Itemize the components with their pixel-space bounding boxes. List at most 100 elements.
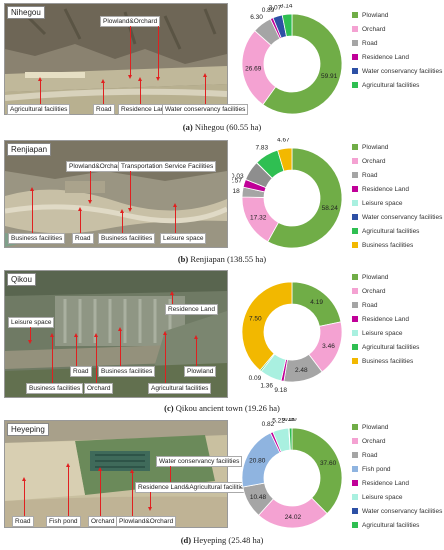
donut-slice-agricultural-facilities	[288, 427, 293, 451]
legend-item-agricultural-facilities: Agricultural facilities	[352, 78, 442, 92]
legend-label: Water conservancy facilities	[362, 507, 443, 515]
site-title-b: Renjiapan	[7, 143, 52, 156]
panel-d: Heyeping Water conservancy facilities Re…	[0, 418, 444, 550]
legend-swatch	[352, 330, 358, 336]
callout-c-8: Agricultural facilities	[148, 383, 212, 394]
legend-swatch	[352, 344, 358, 350]
legend-item-orchard: Orchard	[352, 22, 442, 36]
donut-slice-plowland	[267, 147, 343, 249]
slice-label-orchard: 24.02	[285, 514, 302, 521]
legend-swatch	[352, 508, 358, 514]
legend-item-plowland: Plowland	[352, 270, 419, 284]
legend-label: Orchard	[362, 437, 386, 445]
slice-label-business-facilities: 7.50	[249, 316, 262, 323]
callout-c-2: Leisure space	[8, 317, 55, 328]
legend-label: Orchard	[362, 25, 386, 33]
callout-a-5: Water conservancy facilities	[162, 104, 249, 115]
callout-d-3-arrow	[22, 477, 26, 516]
legend-item-residence-land: Residence Land	[352, 182, 442, 196]
caption-c-letter: (c)	[164, 403, 174, 413]
legend-swatch	[352, 358, 358, 364]
callout-b-4-arrow	[78, 207, 82, 233]
slice-label-leisure-space: 5.22	[272, 418, 285, 425]
panel-a: Nihegou Plowland&Orchard Agricultural fa…	[0, 0, 444, 136]
legend-label: Road	[362, 39, 378, 47]
legend-item-business-facilities: Business facilities	[352, 238, 442, 252]
caption-c-text: Qikou ancient town (19.26 ha)	[175, 403, 280, 413]
site-title-a: Nihegou	[7, 6, 45, 19]
legend-item-water-conservancy-facilities: Water conservancy facilities	[352, 504, 442, 518]
slice-label-residence-land: 9.18	[274, 387, 287, 392]
donut-slice-plowland	[262, 13, 343, 115]
callout-b-6-arrow	[173, 203, 177, 233]
slice-label-leisure-space: 1.36	[260, 382, 273, 389]
callout-a-1-arrow-2	[156, 26, 160, 81]
legend-label: Plowland	[362, 143, 389, 151]
slice-label-road: 3.18	[232, 188, 240, 195]
slice-label-water-conservancy-facilities: 0.15	[282, 418, 295, 423]
callout-c-7-arrow	[94, 333, 98, 383]
slice-label-plowland: 4.19	[310, 299, 323, 306]
callout-d-6-arrow	[130, 469, 134, 516]
callout-c-8-arrow	[163, 331, 167, 383]
callout-d-6: Plowland&Orchard	[116, 516, 177, 527]
slice-label-plowland: 58.24	[322, 205, 339, 212]
legend-swatch	[352, 274, 358, 280]
legend-item-agricultural-facilities: Agricultural facilities	[352, 340, 419, 354]
callout-c-2-arrow	[28, 327, 32, 344]
slice-label-water-conservancy-facilities: 3.07	[269, 5, 282, 12]
callout-d-4: Fish pond	[46, 516, 81, 527]
site-title-d: Heyeping	[7, 423, 49, 436]
callout-d-5-arrow	[98, 467, 102, 516]
legend-label: Residence Land	[362, 185, 409, 193]
caption-b: (b) Renjiapan (138.55 ha)	[0, 254, 444, 264]
legend-swatch	[352, 82, 358, 88]
callout-b-2-arrow	[128, 171, 132, 212]
callout-a-3: Road	[93, 104, 115, 115]
satellite-photo-c: Qikou	[4, 270, 228, 398]
donut-slice-business-facilities	[241, 281, 293, 371]
legend-item-residence-land: Residence Land	[352, 50, 442, 64]
legend-swatch	[352, 480, 358, 486]
legend-label: Road	[362, 171, 378, 179]
donut-slice-business-facilities	[277, 147, 293, 172]
slice-label-leisure-space: 0.03	[232, 173, 244, 180]
legend-label: Agricultural facilities	[362, 81, 420, 89]
callout-b-5-arrow	[120, 209, 124, 233]
legend-swatch	[352, 158, 358, 164]
legend-label: Agricultural facilities	[362, 343, 420, 351]
caption-b-letter: (b)	[177, 254, 189, 264]
legend-swatch	[352, 452, 358, 458]
terrain-image-b	[5, 141, 227, 247]
legend-item-plowland: Plowland	[352, 420, 442, 434]
callout-a-4-arrow	[138, 77, 142, 104]
legend-label: Business facilities	[362, 241, 414, 249]
caption-c: (c) Qikou ancient town (19.26 ha)	[0, 403, 444, 413]
callout-b-3-arrow	[30, 187, 34, 233]
callout-c-6-arrow	[50, 333, 54, 383]
legend-swatch	[352, 424, 358, 430]
callout-c-4-arrow	[118, 327, 122, 366]
caption-b-text: Renjiapan (138.55 ha)	[190, 254, 267, 264]
caption-d-text: Heyeping (25.48 ha)	[193, 535, 264, 545]
slice-label-plowland: 37.60	[320, 460, 337, 467]
legend-swatch	[352, 316, 358, 322]
legend-label: Leisure space	[362, 329, 403, 337]
legend-item-plowland: Plowland	[352, 8, 442, 22]
callout-d-1: Water conservancy facilities	[156, 456, 243, 467]
terrain-image-d	[5, 421, 227, 527]
legend-item-agricultural-facilities: Agricultural facilities	[352, 518, 442, 532]
legend-swatch	[352, 466, 358, 472]
callout-c-1-arrow	[170, 291, 174, 304]
legend-label: Road	[362, 451, 378, 459]
legend-item-water-conservancy-facilities: Water conservancy facilities	[352, 210, 442, 224]
slice-label-road: 10.48	[250, 494, 267, 501]
slice-label-agricultural-facilities: 0.09	[249, 375, 262, 382]
legend-label: Residence Land	[362, 315, 409, 323]
